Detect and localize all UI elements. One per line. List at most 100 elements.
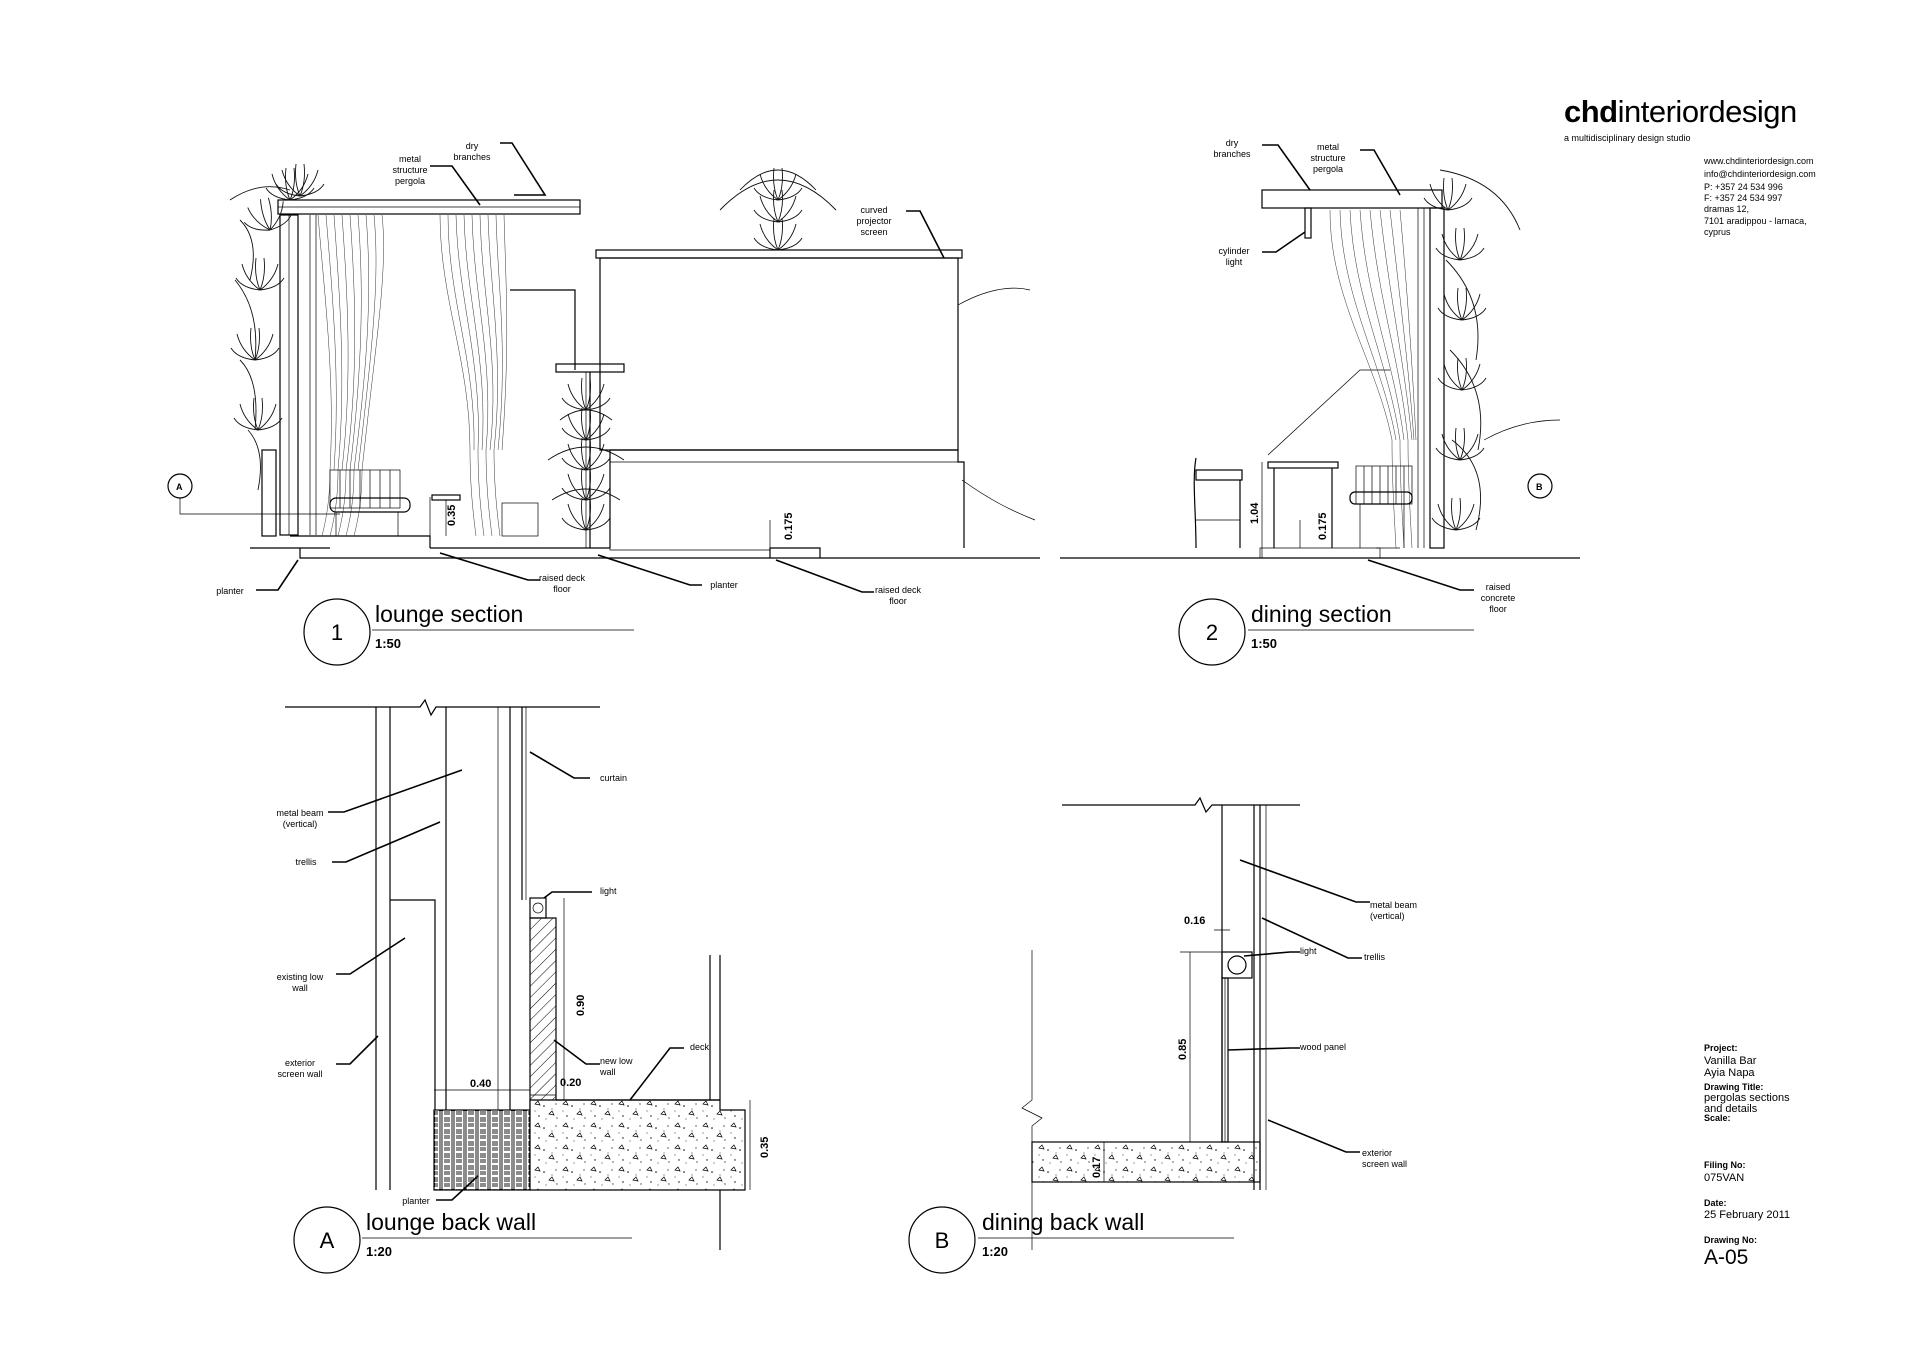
label-trellis: trellis: [295, 857, 317, 867]
dim-step-height: 0.175: [1317, 512, 1329, 540]
label-planter: planter: [402, 1196, 430, 1206]
project-label: Project:: [1704, 1043, 1738, 1053]
project-info: Project: Vanilla Bar Ayia Napa Drawing T…: [1704, 1043, 1790, 1269]
date-value: 25 February 2011: [1704, 1209, 1790, 1221]
label-exterior-wall: screen wall: [1362, 1159, 1407, 1169]
cylinder-light: [1304, 207, 1312, 239]
dim-table-height: 1.04: [1249, 502, 1261, 524]
label-wood-panel: wood panel: [1299, 1042, 1346, 1052]
drawing-title-line: pergolas sections: [1704, 1092, 1790, 1104]
label-raised-concrete: floor: [1489, 604, 1507, 614]
planter-section: [433, 1109, 531, 1191]
detail-scale: 1:20: [366, 1244, 392, 1259]
detail-letter: A: [320, 1228, 335, 1253]
section-title: lounge section: [375, 601, 523, 627]
drawing-title-line: and details: [1704, 1103, 1758, 1115]
label-curved-screen: projector: [856, 216, 891, 226]
section-marker-b-label: B: [1536, 482, 1543, 492]
label-raised-deck: floor: [889, 596, 907, 606]
detail-letter-circle: [908, 1206, 976, 1274]
label-metal-beam: (vertical): [1370, 911, 1405, 921]
label-dry-branches: branches: [1213, 149, 1251, 159]
detail-letter: B: [935, 1228, 950, 1253]
project-location: Ayia Napa: [1704, 1067, 1755, 1079]
logo-rest-text: interiordesign: [1618, 94, 1797, 129]
dining-curtain: [1329, 209, 1417, 549]
lounge-section-drawing: 0.35 0.175 A dry branches metal structur…: [167, 141, 1040, 666]
label-metal-beam: metal beam: [1370, 900, 1417, 910]
dry-branches-drawing: [229, 163, 325, 491]
label-raised-deck: raised deck: [539, 573, 586, 583]
label-dry-branches: branches: [453, 152, 491, 162]
label-trellis: trellis: [1364, 952, 1386, 962]
label-deck: deck: [690, 1042, 710, 1052]
contact-line: dramas 12,: [1704, 204, 1749, 214]
label-cylinder-light: light: [1226, 257, 1243, 267]
section-marker-a-label: A: [176, 482, 183, 492]
contact-line: info@chdinteriordesign.com: [1704, 169, 1816, 179]
detail-scale: 1:20: [982, 1244, 1008, 1259]
detail-title: lounge back wall: [366, 1209, 536, 1235]
curtain-left: [317, 214, 384, 537]
dim-width: 0.20: [560, 1077, 581, 1089]
label-metal-pergola: pergola: [1313, 164, 1343, 174]
filing-label: Filing No:: [1704, 1160, 1746, 1170]
dim-width: 0.40: [470, 1078, 491, 1090]
date-label: Date:: [1704, 1198, 1727, 1208]
scale-label: Scale:: [1704, 1113, 1731, 1123]
projector-screen: [595, 249, 1036, 548]
label-metal-pergola: structure: [1310, 153, 1345, 163]
new-low-wall: [529, 917, 557, 1111]
section-scale: 1:50: [375, 636, 401, 651]
label-light: light: [600, 886, 617, 896]
label-planter: planter: [216, 586, 244, 596]
label-cylinder-light: cylinder: [1218, 246, 1249, 256]
dim-deck: 0.35: [759, 1137, 771, 1158]
label-new-wall: new low: [600, 1056, 633, 1066]
section-number-circle: [1178, 598, 1246, 666]
dim-height: 0.90: [575, 995, 587, 1016]
dim-gap: 0.16: [1184, 915, 1205, 927]
section-number-circle: [303, 598, 371, 666]
dining-section-drawing: 1.04 0.175 B dry branches metal structur…: [1060, 138, 1580, 666]
section-title: dining section: [1251, 601, 1392, 627]
concrete-slab: [1031, 1141, 1261, 1183]
label-raised-deck: raised deck: [875, 585, 922, 595]
bar-stool: [1193, 457, 1243, 549]
contact-line: P: +357 24 534 996: [1704, 182, 1783, 192]
contact-line: F: +357 24 534 997: [1704, 193, 1782, 203]
label-metal-pergola: pergola: [395, 176, 425, 186]
label-raised-concrete: raised: [1486, 582, 1511, 592]
label-dry-branches: dry: [1226, 138, 1239, 148]
logo-bold-text: chd: [1564, 94, 1618, 129]
label-metal-pergola: structure: [392, 165, 427, 175]
label-raised-deck: floor: [553, 584, 571, 594]
light-fixture: [529, 897, 547, 919]
label-light: light: [1300, 946, 1317, 956]
screen-top-plant: [719, 167, 837, 251]
detail-letter-circle: [293, 1206, 361, 1274]
label-dry-branches: dry: [466, 141, 479, 151]
label-metal-beam: (vertical): [283, 819, 318, 829]
company-logo: chdinteriordesign: [1564, 94, 1797, 129]
detail-title: dining back wall: [982, 1209, 1144, 1235]
label-planter: planter: [710, 580, 738, 590]
lounge-back-wall-detail: 0.90 0.40 0.20 0.35 curtain metal beam (…: [276, 698, 771, 1274]
dining-table: [1267, 461, 1339, 548]
label-new-wall: wall: [599, 1067, 616, 1077]
light-fixture: [1221, 951, 1253, 979]
drawing-number-label: Drawing No:: [1704, 1235, 1757, 1245]
label-curved-screen: curved: [860, 205, 887, 215]
company-tagline: a multidisciplinary design studio: [1564, 133, 1691, 143]
contact-line: cyprus: [1704, 227, 1731, 237]
contact-line: 7101 aradippou - larnaca,: [1704, 216, 1807, 226]
label-exterior-wall: exterior: [285, 1058, 315, 1068]
contact-line: www.chdinteriordesign.com: [1703, 156, 1814, 166]
label-existing-wall: existing low: [277, 972, 324, 982]
label-curved-screen: screen: [860, 227, 887, 237]
contact-block: www.chdinteriordesign.com info@chdinteri…: [1703, 156, 1816, 237]
dim-height: 0.85: [1177, 1039, 1189, 1060]
lounge-seat: [329, 469, 411, 536]
label-exterior-wall: exterior: [1362, 1148, 1392, 1158]
